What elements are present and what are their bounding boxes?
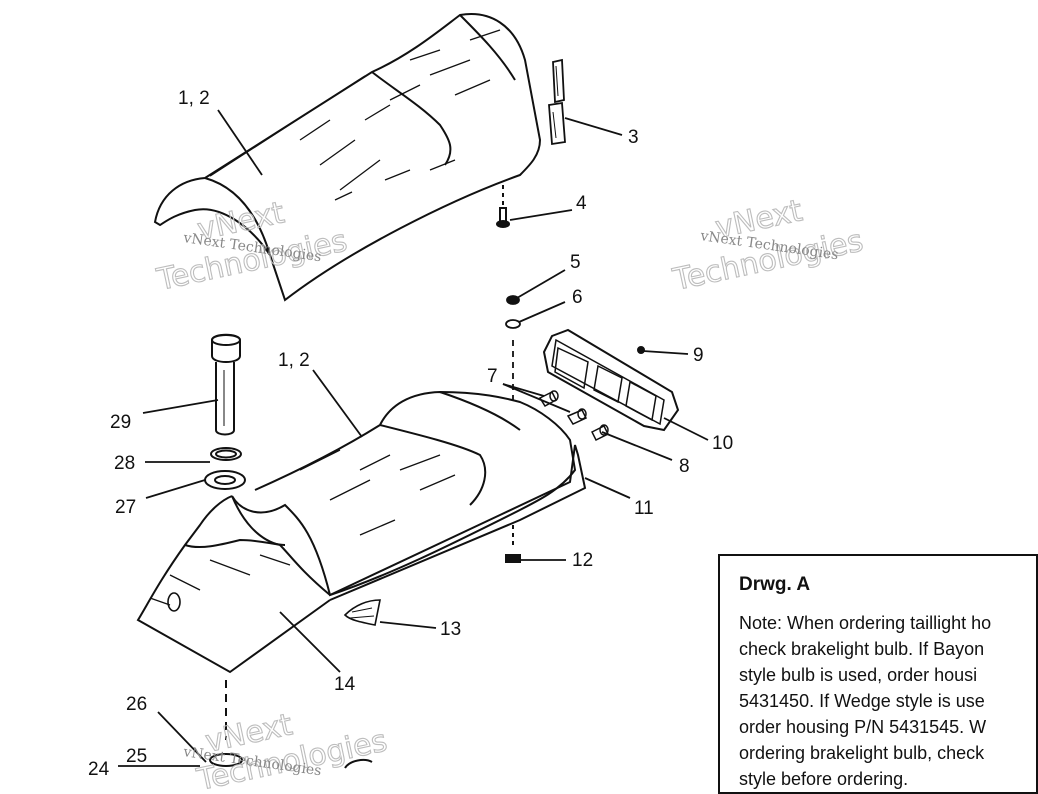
callout-label: 3 [628, 127, 639, 148]
callout-label: 5 [570, 252, 581, 273]
taillight-bulbs-drawing [538, 390, 610, 442]
seat-base-drawing [136, 444, 587, 740]
callout-label: 13 [440, 619, 461, 640]
callout-label: 9 [693, 345, 704, 366]
callout-label: 1, 2 [178, 88, 210, 109]
leader-lines [118, 109, 709, 767]
taillight-gasket-drawing [542, 328, 680, 432]
callout-label: 14 [334, 674, 356, 695]
lower-seat-drawing [254, 390, 577, 596]
callout-label: 11 [634, 498, 654, 519]
seat-strap-clip-drawing [548, 58, 566, 146]
callout-label: 7 [487, 366, 498, 387]
callout-label: 6 [572, 287, 583, 308]
callout-label: 4 [576, 193, 587, 214]
callout-label: 27 [115, 497, 136, 518]
callout-label: 24 [88, 759, 110, 780]
note-title: Drwg. A [739, 574, 811, 595]
note-box: Drwg. A Note: When ordering taillight ho… [718, 554, 1038, 794]
nut-washer-drawing [505, 295, 521, 400]
callout-label: 10 [712, 433, 733, 454]
callout-label: 25 [126, 746, 147, 767]
note-line: 5431450. If Wedge style is use [739, 691, 985, 711]
callout-label: 8 [679, 456, 690, 477]
callout-label: 26 [126, 694, 147, 715]
note-line: style bulb is used, order housi [739, 665, 978, 685]
note-line: order housing P/N 5431545. W [739, 717, 987, 737]
note-line: check brakelight bulb. If Bayon [739, 639, 985, 659]
note-line: Note: When ordering taillight ho [739, 613, 992, 633]
bottom-parts-drawing [209, 753, 373, 769]
seat-screw-drawing [496, 185, 510, 228]
callout-label: 28 [114, 453, 135, 474]
upper-seat-drawing [153, 13, 542, 302]
callout-labels: 1, 2 3 4 5 6 1, 2 7 9 29 10 8 28 27 11 1… [88, 88, 733, 780]
note-line: style before ordering. [739, 769, 909, 789]
fuel-cap-drawing [204, 333, 246, 490]
note-line: ordering brakelight bulb, check [739, 743, 985, 763]
callout-label: 1, 2 [278, 350, 310, 371]
callout-label: 12 [572, 550, 593, 571]
callout-label: 29 [110, 412, 131, 433]
